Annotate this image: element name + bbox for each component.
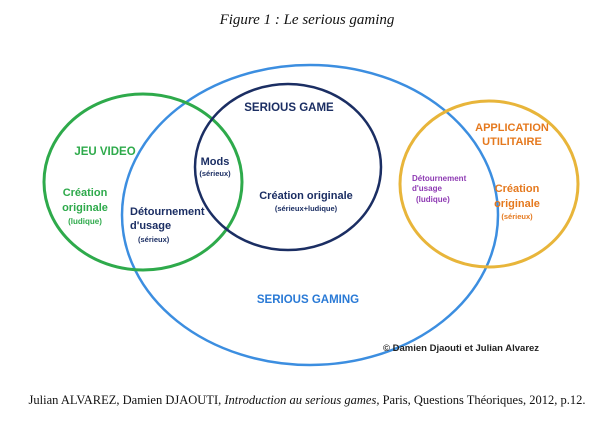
circle-serious-gaming — [120, 63, 500, 367]
label-jeu-video: JEU VIDEO — [74, 146, 135, 158]
label-detournement-usage-ludique-sub: (ludique) — [416, 195, 450, 204]
label-serious-gaming: SERIOUS GAMING — [257, 294, 359, 306]
bibliographic-credit: Julian ALVAREZ, Damien DJAOUTI, Introduc… — [6, 393, 608, 408]
label-creation-originale-serieux-ludique: Création originale — [259, 190, 353, 202]
label-copyright: © Damien Djaouti et Julian Alvarez — [383, 343, 539, 354]
figure-caption: Figure 1 : Le serious gaming — [219, 12, 395, 28]
label-creation-originale-ludique: Création — [63, 187, 108, 199]
label-detournement-usage-ludique-2: d'usage — [412, 184, 442, 193]
label-creation-originale-serieux-2: originale — [494, 198, 540, 210]
label-detournement-usage-serieux-2: d'usage — [130, 220, 171, 232]
label-serious-game: SERIOUS GAME — [244, 102, 334, 114]
label-detournement-usage-ludique: Détournement — [412, 174, 467, 183]
label-creation-originale-serieux: Création — [495, 183, 540, 195]
label-utilitaire: UTILITAIRE — [482, 136, 542, 148]
credit-authors: Julian ALVAREZ, Damien DJAOUTI, — [28, 393, 225, 407]
label-creation-originale-serieux-sub: (sérieux) — [501, 212, 533, 221]
label-mods-sub: (sérieux) — [199, 169, 231, 178]
label-creation-originale-serieux-ludique-sub: (sérieux+ludique) — [275, 204, 338, 213]
credit-title: Introduction au serious games, — [224, 393, 380, 407]
circle-application-utilitaire — [398, 99, 580, 269]
credit-rest: Paris, Questions Théoriques, 2012, p.12. — [379, 393, 586, 407]
circle-jeu-video — [42, 92, 244, 272]
label-mods: Mods — [201, 156, 230, 168]
circle-serious-game — [193, 82, 383, 252]
label-detournement-usage-serieux-sub: (sérieux) — [138, 235, 170, 244]
label-creation-originale-ludique-sub: (ludique) — [68, 217, 102, 226]
label-application: APPLICATION — [475, 122, 549, 134]
label-detournement-usage-serieux: Détournement — [130, 206, 205, 218]
label-creation-originale-ludique-2: originale — [62, 202, 108, 214]
